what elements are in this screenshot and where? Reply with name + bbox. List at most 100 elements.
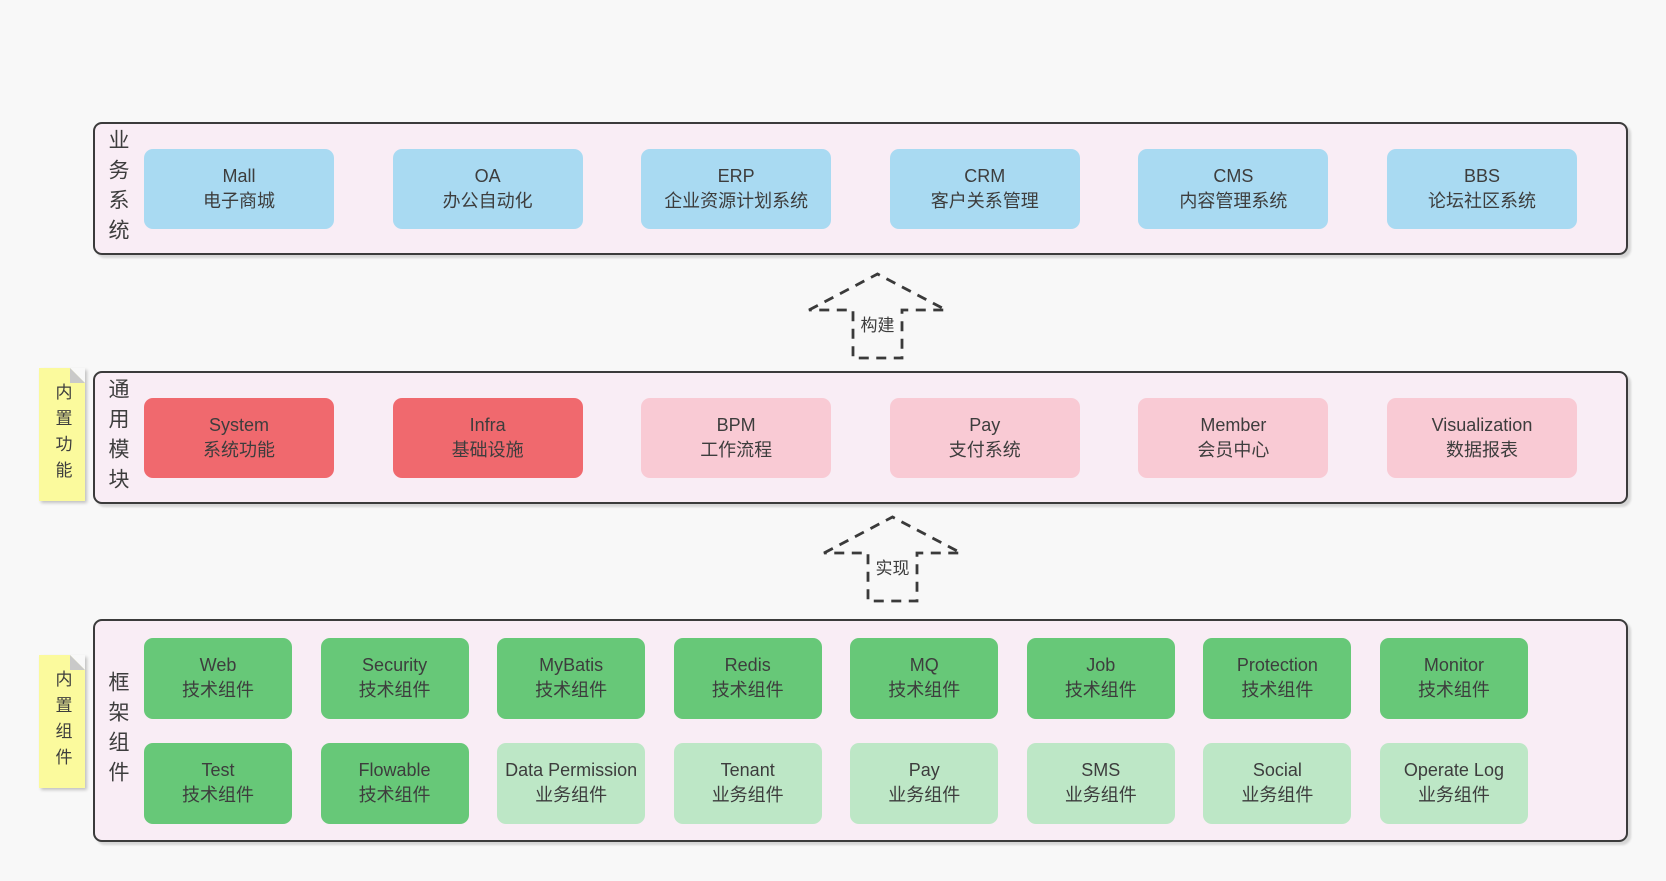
box-subtitle: 电子商城 [203,190,275,211]
box-redis: Redis 技术组件 [673,637,822,719]
up-arrow-build: 构建 [805,271,950,361]
box-subtitle: 业务组件 [711,785,784,805]
box-subtitle: 企业资源计划系统 [664,190,809,211]
box-security: Security 技术组件 [320,637,469,719]
box-title: Pay [969,414,1001,435]
box-title: OA [474,165,501,186]
folded-corner-icon [70,368,85,383]
business-systems-row: Mall 电子商城 OA 办公自动化 ERP 企业资源计划系统 CRM 客户关系… [144,148,1577,229]
layer-business-systems: 业务系统 Mall 电子商城 OA 办公自动化 ERP 企业资源计划系统 CRM… [93,122,1628,255]
box-title: MyBatis [539,655,604,676]
box-crm: CRM 客户关系管理 [889,148,1080,229]
box-subtitle: 系统功能 [203,439,275,460]
box-title: Operate Log [1403,760,1504,781]
box-subtitle: 业务组件 [888,785,961,805]
layer-label-framework-components: 框架组件 [106,670,129,791]
box-title: Social [1252,760,1302,781]
sticky-note-built-in-features: 内置功能 [39,368,85,501]
up-arrow-implement: 实现 [820,514,965,604]
box-bpm: BPM 工作流程 [641,397,832,478]
sticky-note-built-in-components: 内置组件 [39,655,85,788]
tech-components-row: Web 技术组件 Security 技术组件 MyBatis 技术组件 Redi… [144,637,1528,719]
box-mybatis: MyBatis 技术组件 [497,637,646,719]
arrow-build-label: 构建 [856,311,899,336]
box-subtitle: 技术组件 [182,680,254,700]
box-system: System 系统功能 [144,397,334,478]
box-subtitle: 技术组件 [358,785,431,805]
box-data-permission: Data Permission 业务组件 [497,742,646,824]
box-title: Visualization [1431,414,1533,435]
layer-framework-components: 框架组件 Web 技术组件 Security 技术组件 MyBatis 技术组件… [93,619,1628,842]
layer-common-modules: 通用模块 System 系统功能 Infra 基础设施 BPM 工作流程 Pay… [93,371,1628,504]
box-subtitle: 客户关系管理 [930,190,1039,211]
box-subtitle: 技术组件 [182,785,254,805]
box-title: Redis [724,655,771,676]
box-subtitle: 办公自动化 [442,190,533,211]
box-title: Test [201,760,235,781]
box-title: System [208,414,269,435]
box-job: Job 技术组件 [1026,637,1175,719]
box-protection: Protection 技术组件 [1203,637,1352,719]
box-title: Security [362,655,428,676]
biz-components-row: Test 技术组件 Flowable 技术组件 Data Permission … [144,742,1528,824]
framework-components-rows: Web 技术组件 Security 技术组件 MyBatis 技术组件 Redi… [144,637,1577,824]
box-title: CMS [1213,165,1254,186]
box-title: Data Permission [505,760,638,781]
dashed-up-arrow-icon [808,272,947,360]
box-title: Member [1200,414,1267,435]
box-subtitle: 技术组件 [535,680,608,700]
box-subtitle: 业务组件 [535,785,608,805]
box-subtitle: 技术组件 [711,680,784,700]
box-erp: ERP 企业资源计划系统 [641,148,832,229]
box-pay: Pay 支付系统 [889,397,1080,478]
box-subtitle: 业务组件 [1241,785,1314,805]
box-oa: OA 办公自动化 [392,148,583,229]
sticky-note-text: 内置功能 [52,382,72,487]
box-subtitle: 业务组件 [1064,785,1137,805]
box-title: Pay [908,760,940,781]
layer-label-business-systems: 业务系统 [106,128,129,249]
box-visualization: Visualization 数据报表 [1386,397,1577,478]
box-subtitle: 论坛社区系统 [1427,190,1536,211]
box-monitor: Monitor 技术组件 [1379,637,1528,719]
box-title: Monitor [1423,655,1484,676]
box-subtitle: 技术组件 [1417,680,1490,700]
box-subtitle: 技术组件 [1241,680,1314,700]
box-pay-biz: Pay 业务组件 [850,742,999,824]
box-subtitle: 支付系统 [948,439,1021,460]
box-title: BPM [716,414,756,435]
box-title: Tenant [720,760,775,781]
box-subtitle: 会员中心 [1197,439,1270,460]
box-title: Mall [222,165,256,186]
box-social: Social 业务组件 [1203,742,1352,824]
box-title: ERP [717,165,755,186]
box-title: MQ [909,655,939,676]
box-mall: Mall 电子商城 [144,148,334,229]
box-title: BBS [1463,165,1500,186]
box-member: Member 会员中心 [1138,397,1329,478]
box-bbs: BBS 论坛社区系统 [1386,148,1577,229]
box-title: CRM [964,165,1006,186]
box-title: Job [1086,655,1116,676]
box-mq: MQ 技术组件 [850,637,999,719]
dashed-up-arrow-icon [823,515,962,603]
box-subtitle: 内容管理系统 [1179,190,1288,211]
folded-corner-icon [70,655,85,670]
box-subtitle: 数据报表 [1445,439,1518,460]
box-title: SMS [1081,760,1121,781]
box-subtitle: 技术组件 [888,680,961,700]
box-infra: Infra 基础设施 [392,397,583,478]
box-subtitle: 工作流程 [700,439,773,460]
common-modules-row: System 系统功能 Infra 基础设施 BPM 工作流程 Pay 支付系统… [144,397,1577,478]
box-sms: SMS 业务组件 [1026,742,1175,824]
arrow-implement-label: 实现 [871,554,914,579]
box-subtitle: 业务组件 [1417,785,1490,805]
box-title: Flowable [358,760,431,781]
box-title: Protection [1236,655,1318,676]
box-tenant: Tenant 业务组件 [673,742,822,824]
box-test: Test 技术组件 [144,742,292,824]
box-cms: CMS 内容管理系统 [1138,148,1329,229]
sticky-note-text: 内置组件 [52,669,72,774]
box-subtitle: 技术组件 [1064,680,1137,700]
box-title: Web [199,655,237,676]
